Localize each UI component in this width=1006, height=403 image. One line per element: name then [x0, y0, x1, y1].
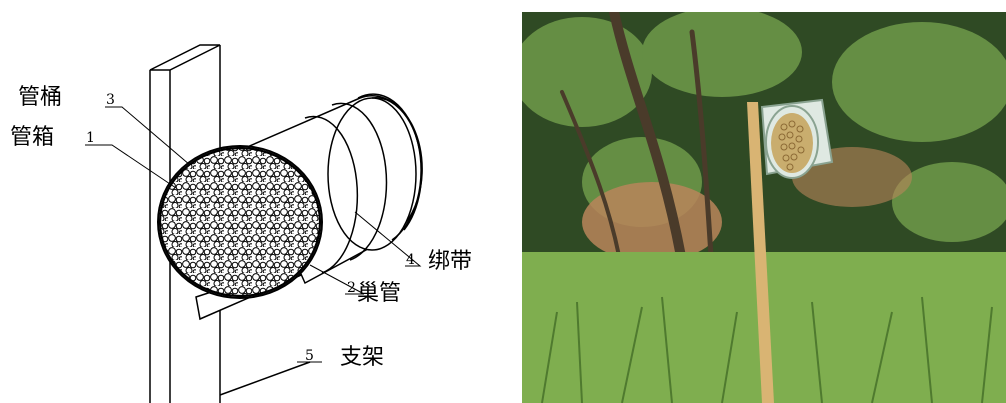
number-tube-barrel: 3	[106, 92, 115, 108]
nest-structure-diagram: 管桶 3 管箱 1 4 绑带 2 巢管 5 支架	[10, 44, 472, 403]
grass-blades	[541, 296, 993, 403]
tree-trunks	[560, 12, 715, 275]
number-strap: 4	[406, 252, 415, 268]
callout-nest-tube: 2 巢管	[347, 280, 401, 306]
strap-band	[357, 93, 423, 241]
leader-lines	[85, 106, 422, 363]
callout-strap: 4 绑带	[406, 249, 472, 274]
callout-tube-barrel: 管桶 3	[18, 85, 115, 110]
number-stand: 5	[305, 348, 314, 364]
label-strap: 绑带	[428, 249, 472, 274]
number-tube-box: 1	[86, 130, 95, 146]
foliage-clusters	[522, 12, 1006, 242]
label-tube-barrel: 管桶	[18, 85, 62, 110]
callout-tube-box: 管箱 1	[10, 125, 95, 150]
number-nest-tube: 2	[347, 280, 356, 296]
field-photo	[522, 12, 1006, 403]
wooden-stake	[747, 102, 774, 403]
nest-tube-face	[157, 145, 323, 299]
label-tube-box: 管箱	[10, 125, 54, 150]
label-stand: 支架	[340, 345, 384, 370]
label-nest-tube: 巢管	[357, 281, 401, 306]
nest-tube-bundle	[760, 98, 834, 179]
callout-stand: 5 支架	[305, 345, 384, 370]
